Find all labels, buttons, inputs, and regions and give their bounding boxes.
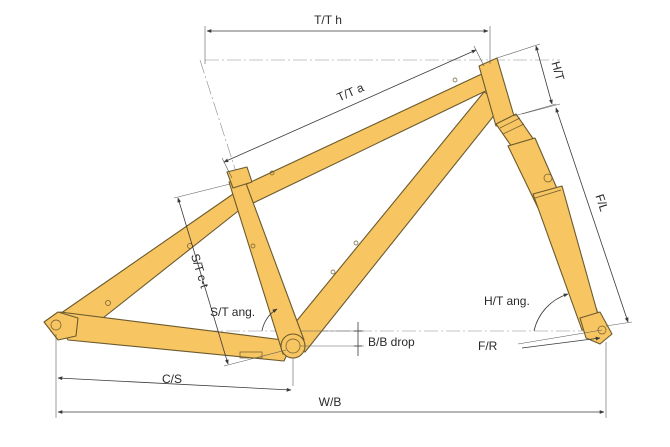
- dimension-labels: T/T h T/T a H/T F/L S/T c-t S/T ang. H/T…: [162, 13, 611, 409]
- dimensions: [55, 26, 633, 418]
- tta-ext-right: [473, 45, 485, 67]
- fork-length-dim: [555, 107, 629, 323]
- front-axle-hole: [597, 325, 607, 335]
- fr-ext-axis: [517, 329, 603, 345]
- ht-ext-top: [496, 43, 541, 59]
- fork-rake-dim: [521, 336, 601, 349]
- seat-tube-ctc-dim: [177, 197, 229, 365]
- rear-axle-hole: [50, 319, 62, 331]
- top-tube-actual-dim: [223, 49, 477, 163]
- label-chainstay: C/S: [162, 372, 182, 386]
- bike-frame: [43, 57, 613, 362]
- stct-ext-top: [173, 183, 231, 199]
- top-tube-guide-2: [452, 77, 458, 83]
- fork-adjuster-knob: [543, 173, 553, 183]
- label-wheelbase: W/B: [319, 395, 342, 409]
- label-bb-drop: B/B drop: [368, 335, 415, 349]
- stct-ext-bottom: [223, 349, 287, 367]
- ht-ext-bottom: [513, 103, 557, 117]
- cable-stop-2: [105, 300, 111, 306]
- fork-crown-ring-1: [499, 117, 521, 129]
- bottle-boss-1: [353, 240, 359, 246]
- bottle-boss-2: [330, 269, 336, 275]
- chain-stay: [53, 311, 290, 362]
- label-fork-rake: F/R: [478, 339, 498, 353]
- fork-dropout: [579, 311, 613, 345]
- seat-tube: [228, 177, 305, 355]
- fork-lower-leg: [532, 185, 601, 331]
- seat-tube-angle-arc: [261, 308, 278, 332]
- label-head-tube-angle: H/T ang.: [484, 294, 530, 308]
- seat-tube-boss: [250, 243, 256, 249]
- head-tube-dim: [535, 45, 553, 105]
- label-head-tube: H/T: [548, 60, 567, 83]
- top-tube-guide-1: [269, 170, 275, 176]
- fork-crown-ring-2: [502, 123, 525, 135]
- label-top-tube-horizontal: T/T h: [314, 13, 342, 27]
- chainstay-bridge: [239, 351, 263, 359]
- chainstay-dim: [57, 376, 292, 392]
- label-seat-tube-ctc: S/T c-t: [188, 252, 212, 290]
- label-seat-tube-angle: S/T ang.: [210, 305, 255, 319]
- fl-ext-bottom: [605, 321, 633, 327]
- head-tube-angle-arc: [533, 293, 569, 332]
- label-fork-length: F/L: [592, 192, 611, 213]
- fl-ext-top: [521, 103, 561, 115]
- seat-collar: [226, 166, 253, 189]
